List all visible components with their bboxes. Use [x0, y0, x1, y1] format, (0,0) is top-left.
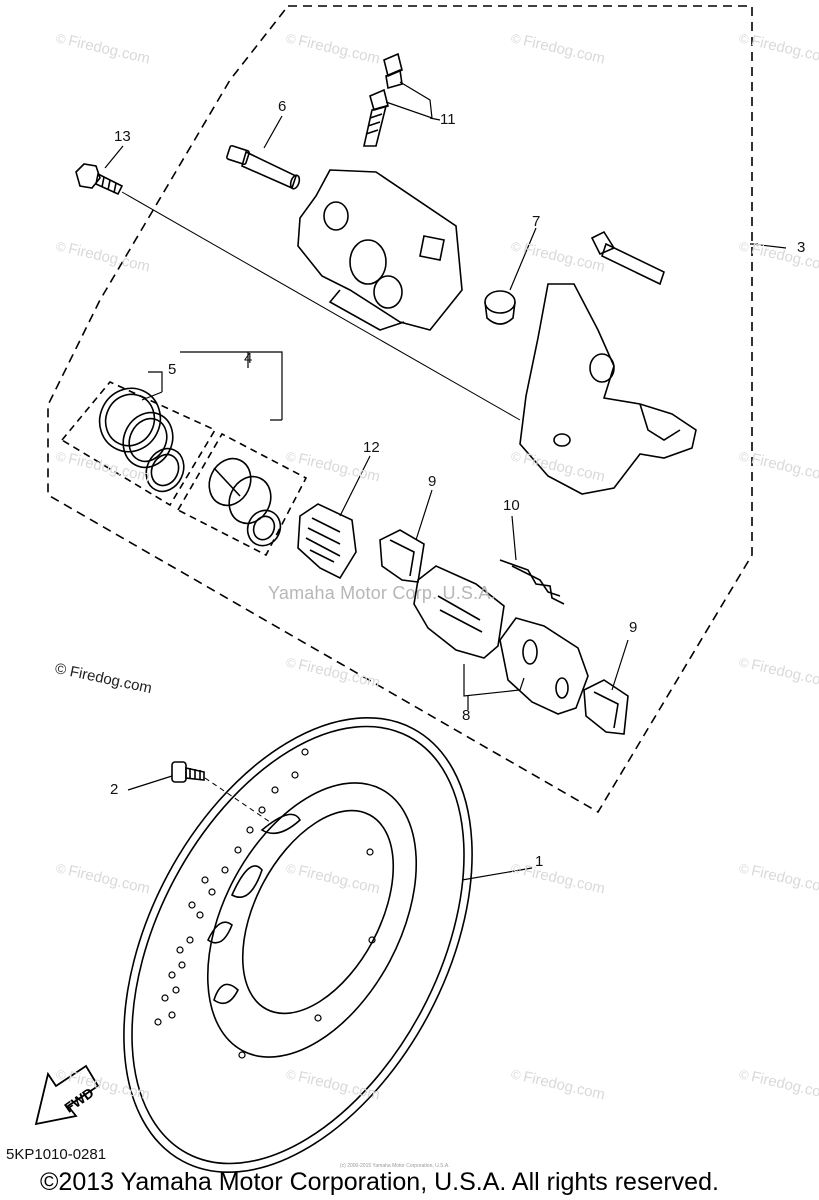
leader-lines — [104, 81, 787, 881]
callout-10: 10 — [503, 497, 520, 514]
bolt-6 — [226, 144, 301, 190]
pad-support-upper — [379, 529, 425, 583]
disc-bolt — [171, 761, 205, 783]
callout-7: 7 — [532, 213, 541, 230]
caliper-bracket — [519, 283, 697, 495]
bolt-13 — [75, 163, 124, 196]
callout-9-lower: 9 — [629, 619, 638, 636]
seal-kit — [60, 381, 217, 507]
callout-2: 2 — [110, 781, 119, 798]
callout-4: 4 — [244, 350, 253, 367]
callout-1: 1 — [535, 853, 544, 870]
watermark-symbol: © — [54, 30, 68, 48]
callout-5: 5 — [168, 361, 177, 378]
callout-13: 13 — [114, 128, 131, 145]
brake-disc — [123, 716, 473, 1174]
callout-9-upper: 9 — [428, 473, 437, 490]
pad-spring — [499, 559, 565, 605]
copyright-notice: ©2013 Yamaha Motor Corporation, U.S.A. A… — [40, 1168, 719, 1196]
pad-support-lower — [583, 679, 629, 735]
callout-12: 12 — [363, 439, 380, 456]
callout-8: 8 — [462, 707, 471, 724]
diagram-code: 5KP1010-0281 — [6, 1146, 107, 1163]
brake-pads — [413, 565, 589, 715]
callout-11: 11 — [440, 111, 456, 128]
bleed-screw — [363, 52, 403, 147]
piston-kit — [176, 432, 308, 557]
center-watermark: Yamaha Motor Corp. U.S.A. — [268, 583, 496, 603]
fwd-arrow — [34, 1064, 100, 1126]
callout-6: 6 — [278, 98, 287, 115]
pin-bolt — [590, 230, 665, 286]
assembly-boundary — [47, 5, 753, 814]
callout-3: 3 — [797, 239, 806, 256]
sleeve-7 — [484, 290, 516, 325]
disc-holes — [154, 748, 376, 1059]
tiny-copyright-mark: (c) 2000-2015 Yamaha Motor Corporation, … — [340, 1163, 450, 1169]
caliper-body — [297, 169, 463, 331]
pad-shim — [297, 503, 357, 580]
